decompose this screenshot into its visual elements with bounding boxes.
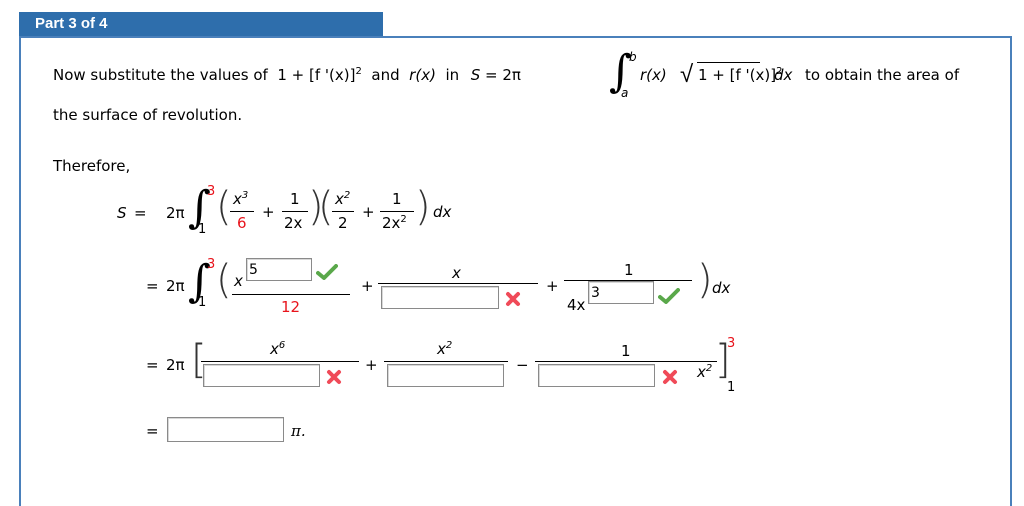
step2-t2-num: x — [452, 264, 461, 282]
in-text: in — [445, 66, 460, 84]
step1-upper-limit: 3 — [207, 184, 216, 199]
integral-upper-limit: b — [629, 50, 637, 64]
step2-open-paren: ( — [216, 257, 232, 303]
step1-f2-num: 1 — [290, 190, 300, 208]
step1-f3-bar — [332, 211, 354, 212]
final-pi-suffix: π. — [291, 422, 306, 440]
step1-integral-sign: ∫ — [188, 182, 211, 233]
step2-plus-1: + — [361, 277, 374, 295]
step1-plus-2: + — [362, 203, 375, 221]
step3-t1-bar — [201, 361, 359, 362]
step3-plus: + — [365, 356, 378, 374]
step2-close-paren: ) — [697, 257, 713, 303]
step3-eq: = — [146, 356, 159, 374]
expr-one-plus-fprime: 1 + [f '(x)]2 — [277, 66, 362, 84]
step3-coef: 2π — [166, 356, 185, 374]
step2-t2-denominator-input[interactable] — [381, 286, 499, 309]
check-icon — [658, 288, 680, 304]
step2-lower-limit: 1 — [198, 295, 207, 310]
sqrt-bar — [697, 62, 760, 63]
step2-plus-2: + — [546, 277, 559, 295]
step3-t3-num: 1 — [621, 342, 631, 360]
integral-sign: ∫ — [609, 46, 632, 97]
instruction-suffix: to obtain the area of — [805, 66, 960, 84]
and-text: and — [371, 66, 400, 84]
step3-t3-bar — [535, 361, 717, 362]
step2-dx: dx — [712, 279, 731, 297]
step1-eq: = — [134, 204, 147, 222]
step3-t3-denominator-input[interactable] — [538, 364, 655, 387]
final-answer-input[interactable] — [167, 417, 284, 442]
cross-icon — [506, 292, 520, 306]
instruction-line-2: the surface of revolution. — [53, 106, 243, 124]
rx-text: r(x) — [409, 66, 436, 84]
formula-dx: dx — [774, 66, 793, 84]
step1-close-paren-2: ) — [415, 184, 431, 230]
step1-f2-den: 2x — [284, 214, 303, 232]
step2-upper-limit: 3 — [207, 257, 216, 272]
step2-eq: = — [146, 277, 159, 295]
step3-t1-denominator-input[interactable] — [203, 364, 320, 387]
formula-lhs: S — [470, 66, 481, 84]
step3-t1-num: x6 — [270, 340, 286, 358]
step1-f4-bar — [380, 211, 414, 212]
step1-f1-den: 6 — [237, 214, 247, 232]
formula-eq: = 2π — [485, 66, 521, 84]
step3-open-bracket: [ — [191, 337, 207, 383]
step1-lhs: S — [117, 204, 127, 222]
step2-t1-den: 12 — [281, 298, 301, 316]
step2-t1-base: x — [234, 272, 243, 290]
step1-f3-den: 2 — [338, 214, 348, 232]
step1-dx: dx — [433, 203, 452, 221]
step3-upper-limit: 3 — [727, 336, 736, 351]
sqrt-icon: √ — [680, 60, 694, 88]
cross-icon — [663, 370, 677, 384]
step3-t2-denominator-input[interactable] — [387, 364, 504, 387]
step1-f2-bar — [282, 211, 308, 212]
final-eq: = — [146, 422, 159, 440]
step2-coef: 2π — [166, 277, 185, 295]
step2-t3-num: 1 — [624, 261, 634, 279]
therefore-label: Therefore, — [53, 157, 131, 175]
question-frame — [19, 36, 1012, 506]
step1-plus-1: + — [262, 203, 275, 221]
step2-integral-sign: ∫ — [188, 256, 211, 307]
step3-t3-den-suffix: x2 — [697, 363, 713, 381]
step2-t1-exponent-input[interactable] — [246, 258, 312, 281]
step1-open-paren-2: ( — [318, 184, 334, 230]
part-header: Part 3 of 4 — [19, 12, 383, 36]
step1-f1-bar — [230, 211, 254, 212]
step2-t3-den-base: 4x — [567, 296, 586, 314]
instruction-text: Now substitute the values of — [53, 66, 268, 84]
step3-lower-limit: 1 — [727, 380, 736, 395]
step3-t2-num: x2 — [437, 340, 453, 358]
integral-lower-limit: a — [621, 86, 629, 100]
formula-radicand: 1 + [f '(x)]2 — [698, 66, 783, 84]
cross-icon — [327, 370, 341, 384]
step3-close-bracket: ] — [715, 337, 731, 383]
formula-rx: r(x) — [640, 66, 667, 84]
instruction-line-1: Now substitute the values of 1 + [f '(x)… — [53, 66, 521, 84]
step2-t3-bar — [564, 280, 692, 281]
step2-t2-bar — [378, 283, 538, 284]
step1-f3-num: x2 — [335, 190, 351, 208]
step1-open-paren-1: ( — [216, 184, 232, 230]
part-title: Part 3 of 4 — [35, 15, 108, 32]
step2-t3-exponent-input[interactable] — [588, 281, 654, 304]
step1-f4-den: 2x2 — [382, 214, 407, 232]
step1-coef: 2π — [166, 204, 185, 222]
step1-f4-num: 1 — [392, 190, 402, 208]
check-icon — [316, 264, 338, 280]
step1-close-paren-1: ) — [308, 184, 324, 230]
step3-minus: − — [516, 356, 529, 374]
step3-t2-bar — [384, 361, 508, 362]
step1-f1-num: x3 — [233, 190, 249, 208]
step2-t1-bar — [232, 294, 350, 295]
step1-lower-limit: 1 — [198, 222, 207, 237]
